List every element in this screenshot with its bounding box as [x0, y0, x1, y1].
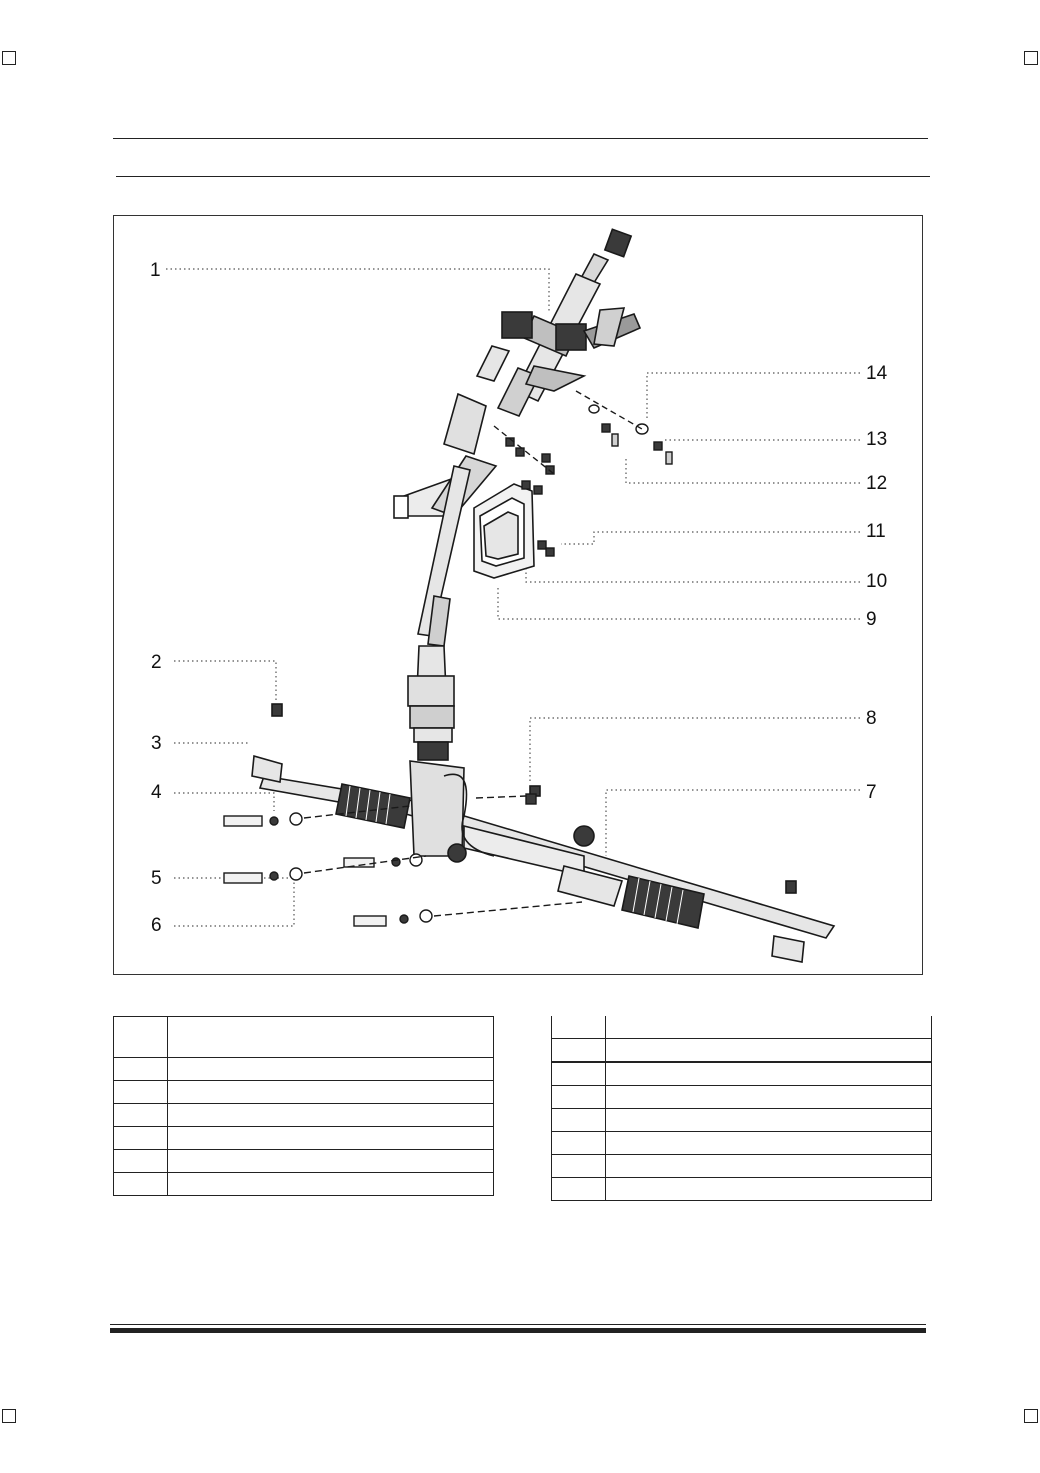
table-row: [551, 1177, 932, 1201]
part-number-cell: [551, 1061, 606, 1086]
table-row: [551, 1038, 932, 1063]
callout-4: 4: [151, 782, 162, 803]
part-name-cell: [167, 1172, 494, 1196]
callout-11: 11: [866, 521, 886, 542]
part-number-cell: [551, 1131, 606, 1155]
column-fasteners: [493, 390, 673, 557]
callout-1: 1: [150, 260, 161, 281]
table-row: [551, 1108, 932, 1132]
leader-lines: [166, 268, 860, 927]
part-number-cell: [113, 1126, 168, 1150]
callout-2: 2: [151, 652, 162, 673]
part-name-cell: [605, 1016, 932, 1039]
part-name-cell: [605, 1085, 932, 1109]
part-name-cell: [167, 1126, 494, 1150]
rack-mounting-bolts: [223, 793, 583, 927]
callout-14: 14: [866, 363, 888, 384]
callout-8: 8: [866, 708, 877, 729]
table-row: [113, 1172, 494, 1196]
part-number-cell: [551, 1038, 606, 1063]
part-name-cell: [167, 1080, 494, 1104]
table-row: [551, 1016, 932, 1039]
part-number-cell: [113, 1172, 168, 1196]
part-number-cell: [113, 1149, 168, 1173]
part-name-cell: [167, 1016, 494, 1058]
part-name-cell: [167, 1103, 494, 1127]
header-rule-top: [113, 138, 928, 139]
part-number-cell: [113, 1080, 168, 1104]
callout-5: 5: [151, 868, 162, 889]
part-number-cell: [113, 1016, 168, 1058]
parts-table-left: [113, 1016, 494, 1196]
footer-rule-thick: [110, 1328, 926, 1333]
table-row: [551, 1085, 932, 1109]
part-name-cell: [605, 1154, 932, 1178]
dash-seal-plate: [473, 483, 535, 579]
table-row: [113, 1126, 494, 1150]
callout-13: 13: [866, 429, 888, 450]
callout-6: 6: [151, 915, 162, 936]
callout-10: 10: [866, 571, 888, 592]
part-number-cell: [551, 1108, 606, 1132]
table-row: [113, 1103, 494, 1127]
callout-3: 3: [151, 733, 162, 754]
callout-12: 12: [866, 473, 888, 494]
part-number-cell: [551, 1154, 606, 1178]
table-row: [551, 1131, 932, 1155]
steering-column: [393, 228, 642, 761]
part-number-cell: [551, 1016, 606, 1039]
callout-7: 7: [866, 782, 877, 803]
part-name-cell: [605, 1131, 932, 1155]
steering-assembly-figure: 1 2 3 4 5 6 7 8 9 10 11 12 13 14: [113, 215, 923, 975]
part-name-cell: [167, 1057, 494, 1081]
part-name-cell: [605, 1061, 932, 1086]
table-row: [551, 1154, 932, 1178]
part-name-cell: [605, 1177, 932, 1201]
steering-rack: [251, 703, 836, 963]
parts-table-right: [551, 1016, 932, 1201]
table-row: [113, 1149, 494, 1173]
table-row: [113, 1016, 494, 1058]
crop-mark-bottom-right: [1024, 1409, 1038, 1423]
part-number-cell: [113, 1057, 168, 1081]
part-name-cell: [605, 1038, 932, 1063]
crop-mark-bottom-left: [2, 1409, 16, 1423]
part-number-cell: [551, 1177, 606, 1201]
table-row: [113, 1057, 494, 1081]
footer-rule-thin: [110, 1324, 926, 1325]
part-number-cell: [551, 1085, 606, 1109]
part-number-cell: [113, 1103, 168, 1127]
steering-exploded-diagram: [166, 228, 860, 963]
crop-mark-top-right: [1024, 51, 1038, 65]
crop-mark-top-left: [2, 51, 16, 65]
part-name-cell: [167, 1149, 494, 1173]
header-rule-bottom: [116, 176, 930, 177]
table-row: [551, 1061, 932, 1086]
table-row: [113, 1080, 494, 1104]
callout-9: 9: [866, 609, 877, 630]
part-name-cell: [605, 1108, 932, 1132]
